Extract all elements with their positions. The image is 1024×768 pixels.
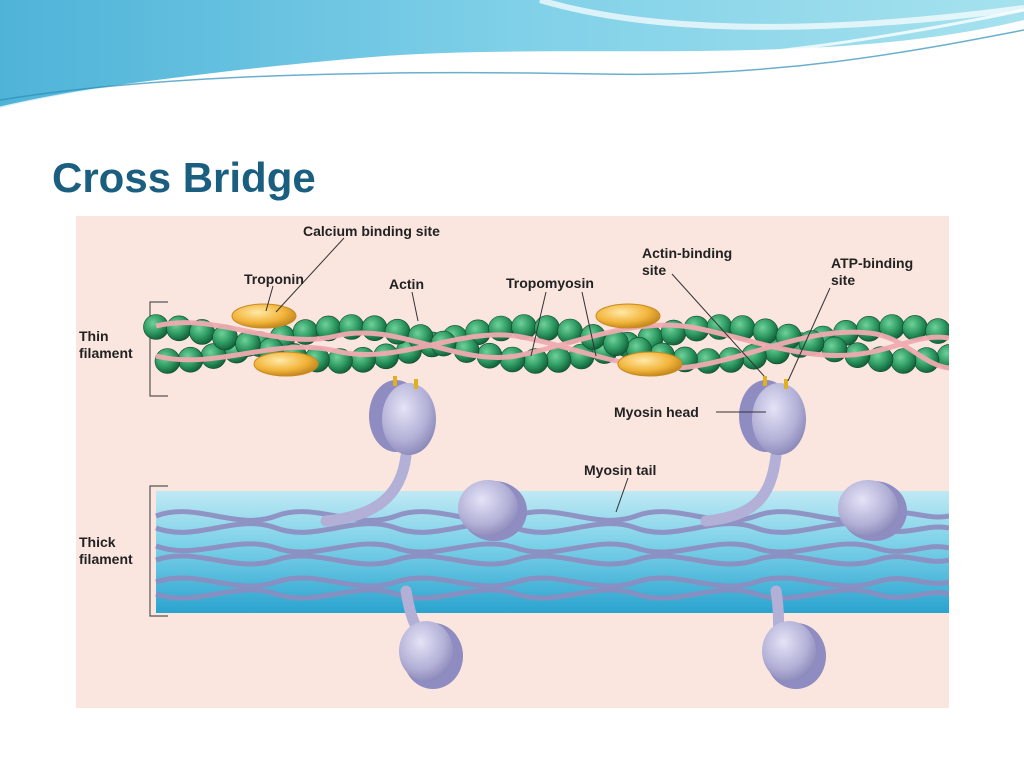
actin-monomer bbox=[821, 336, 848, 363]
label-myosin-tail: Myosin tail bbox=[584, 462, 657, 478]
label-myosin-head: Myosin head bbox=[614, 404, 699, 420]
actin-monomer bbox=[752, 318, 779, 345]
slide-title: Cross Bridge bbox=[52, 154, 316, 201]
label-actin: Actin bbox=[389, 276, 424, 292]
label-tropomyosin: Tropomyosin bbox=[506, 275, 594, 291]
myosin-head-crossbridge-right bbox=[739, 376, 806, 455]
actin-monomer bbox=[166, 315, 192, 342]
myosin-head-lower-left bbox=[399, 621, 463, 689]
header-wave-decoration bbox=[0, 0, 1024, 110]
myosin-head-thick-left bbox=[458, 480, 527, 541]
myosin-head-lower-right bbox=[762, 621, 826, 689]
label-calcium-binding-site: Calcium binding site bbox=[303, 223, 440, 239]
tropomyosin-strands bbox=[155, 320, 949, 371]
thin-filament-bracket bbox=[149, 301, 168, 397]
label-troponin: Troponin bbox=[244, 271, 304, 287]
myosin-head-thick-right bbox=[838, 480, 907, 541]
troponin-complexes bbox=[231, 303, 683, 377]
actin-monomer bbox=[143, 314, 169, 340]
actin-monomer bbox=[545, 347, 572, 373]
myosin-tail-strands bbox=[155, 509, 949, 601]
thick-filament-bracket bbox=[149, 485, 168, 617]
actin-monomer bbox=[350, 347, 376, 373]
cross-bridge-diagram: Calcium binding site Troponin Actin Trop… bbox=[76, 216, 949, 708]
actin-monomer bbox=[534, 315, 560, 341]
actin-monomer bbox=[856, 316, 882, 342]
myosin-head-crossbridge-left bbox=[369, 376, 436, 455]
leader-lines bbox=[265, 237, 831, 513]
